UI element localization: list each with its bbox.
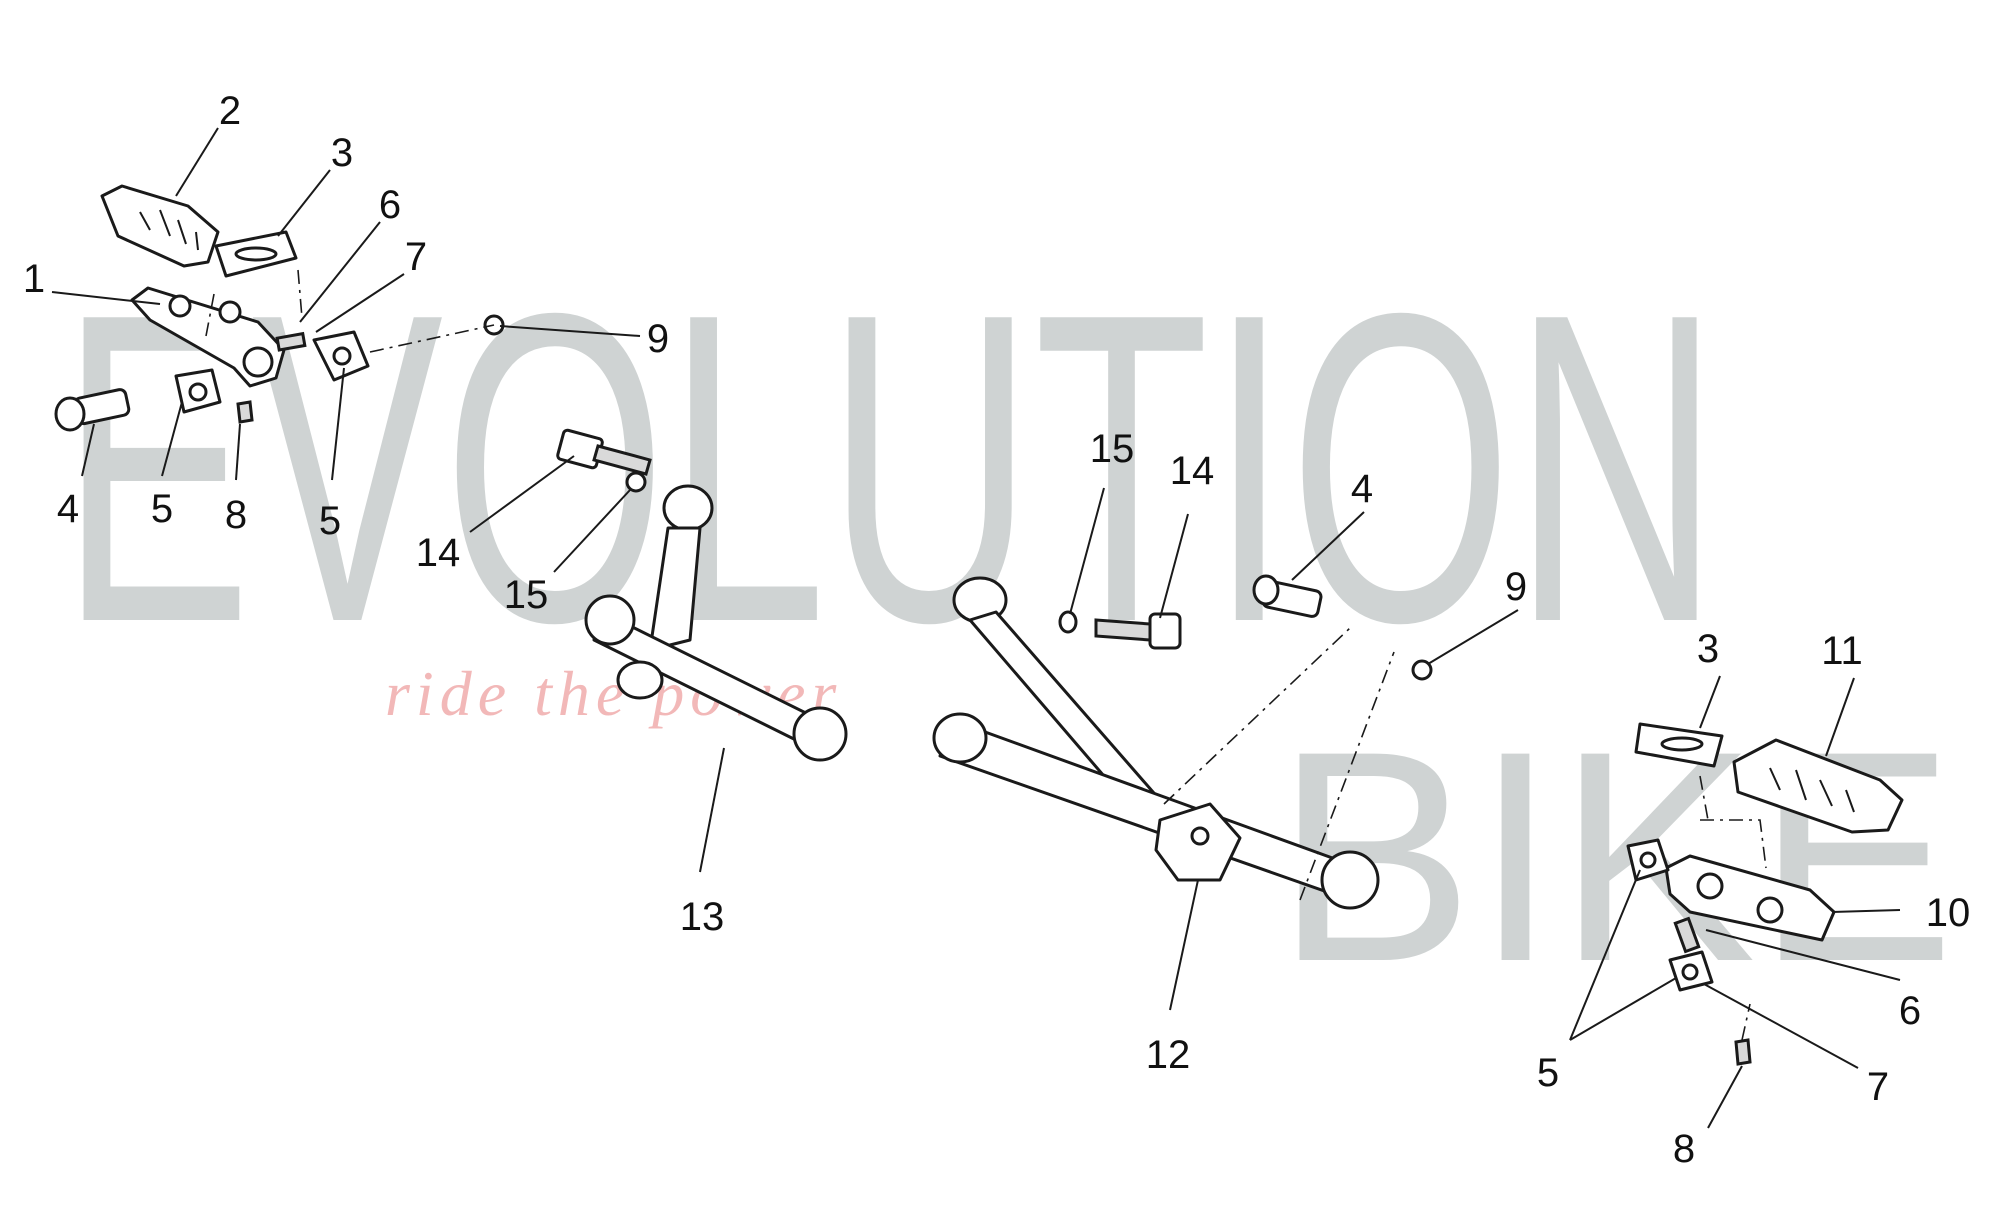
callout-11: 11: [1821, 629, 1863, 673]
callout-4: 4: [57, 487, 79, 531]
callout-13: 13: [680, 895, 725, 939]
callout-1: 1: [23, 257, 45, 301]
washer-center-right: [1058, 610, 1078, 634]
callout-10: 10: [1926, 891, 1971, 935]
callout-3: 3: [1697, 627, 1719, 671]
callout-9: 9: [1505, 565, 1527, 609]
footrest-bracket-12: [932, 576, 1380, 910]
washer-right: [1411, 659, 1433, 681]
footpeg-plate-left: [214, 230, 298, 278]
callout-7: 7: [1867, 1065, 1889, 1109]
bolt-left: [556, 428, 652, 476]
callout-14: 14: [1170, 449, 1215, 493]
callout-2: 2: [219, 89, 241, 133]
footrest-bracket-13: [584, 484, 848, 762]
bolt-right: [1094, 612, 1182, 650]
callout-9: 9: [647, 317, 669, 361]
footpeg-rubber-left: [100, 184, 220, 268]
watermark-word-bottom: BIKE: [1275, 688, 1955, 1024]
callout-6: 6: [379, 183, 401, 227]
watermark-evolution: EVOLUTION: [60, 223, 1720, 714]
watermark-word-top: EVOLUTION: [60, 223, 1720, 714]
washer-center-left: [625, 471, 647, 493]
footpeg-body-left: [130, 286, 286, 388]
callout-12: 12: [1146, 1033, 1191, 1077]
footpeg-plate-right: [1634, 722, 1724, 768]
watermark-bike: BIKE: [1275, 688, 1955, 1024]
callout-5: 5: [151, 487, 173, 531]
callout-6: 6: [1899, 989, 1921, 1033]
pivot-bracket-lower-left: [174, 368, 222, 414]
screw-right: [1734, 1038, 1752, 1066]
spring-left: [275, 331, 307, 352]
pivot-bracket-left: [312, 330, 370, 382]
callout-3: 3: [331, 131, 353, 175]
callout-14: 14: [416, 531, 461, 575]
callout-7: 7: [405, 235, 427, 279]
callout-5: 5: [319, 499, 341, 543]
callout-labels: 1 2 3 6 7 9 4 5 8 5 14 15 15 14 4 9 13 1…: [23, 89, 1970, 1171]
leader-lines: [51, 127, 1901, 1129]
callout-8: 8: [1673, 1127, 1695, 1171]
callout-4: 4: [1351, 467, 1373, 511]
pivot-bracket-lower-right: [1668, 950, 1714, 992]
pin-right: [1252, 574, 1323, 618]
pin-left: [54, 388, 131, 432]
callout-5: 5: [1537, 1051, 1559, 1095]
callout-15: 15: [504, 573, 549, 617]
callout-15: 15: [1090, 427, 1135, 471]
screw-left: [236, 400, 254, 424]
pivot-bracket-right: [1626, 838, 1670, 882]
callout-8: 8: [225, 493, 247, 537]
spring-right: [1673, 916, 1701, 954]
footpeg-rubber-right: [1732, 738, 1904, 834]
footpeg-body-right: [1664, 854, 1836, 942]
